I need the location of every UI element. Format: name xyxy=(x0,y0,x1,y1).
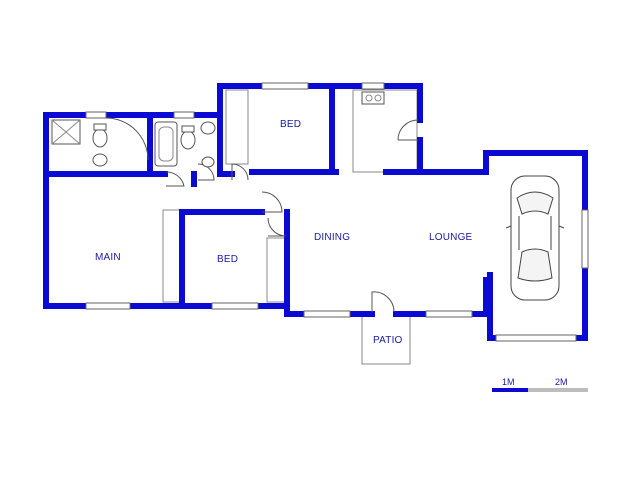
toilet xyxy=(180,130,196,150)
window xyxy=(581,209,589,269)
room-label-patio: PATIO xyxy=(373,335,403,346)
window xyxy=(173,111,195,119)
windows xyxy=(85,82,589,342)
window xyxy=(303,310,351,318)
window xyxy=(261,82,309,90)
bath-fixtures xyxy=(51,91,385,168)
scale-segment-primary xyxy=(492,388,528,392)
room-label-bed-top: BED xyxy=(280,119,302,130)
window xyxy=(85,111,107,119)
basin xyxy=(92,153,108,167)
scale-bar xyxy=(492,388,588,392)
window xyxy=(361,82,385,90)
walls xyxy=(43,83,588,341)
scale-label-1m: 1M xyxy=(502,377,515,387)
window xyxy=(211,302,259,310)
patio-outline xyxy=(361,315,411,365)
scale-label-2m: 2M xyxy=(555,377,568,387)
window xyxy=(425,310,473,318)
scale-segment-secondary xyxy=(528,388,588,392)
room-label-lounge: LOUNGE xyxy=(429,232,473,243)
garage-door xyxy=(495,334,577,342)
window xyxy=(85,302,131,310)
doors xyxy=(105,117,419,313)
car-icon xyxy=(505,175,565,301)
bathtub xyxy=(154,121,178,167)
room-label-bed-small: BED xyxy=(217,254,239,265)
basin xyxy=(200,121,216,135)
room-label-dining: DINING xyxy=(314,232,351,243)
toilet xyxy=(92,128,108,148)
basin xyxy=(201,156,215,168)
room-label-main: MAIN xyxy=(95,252,121,263)
